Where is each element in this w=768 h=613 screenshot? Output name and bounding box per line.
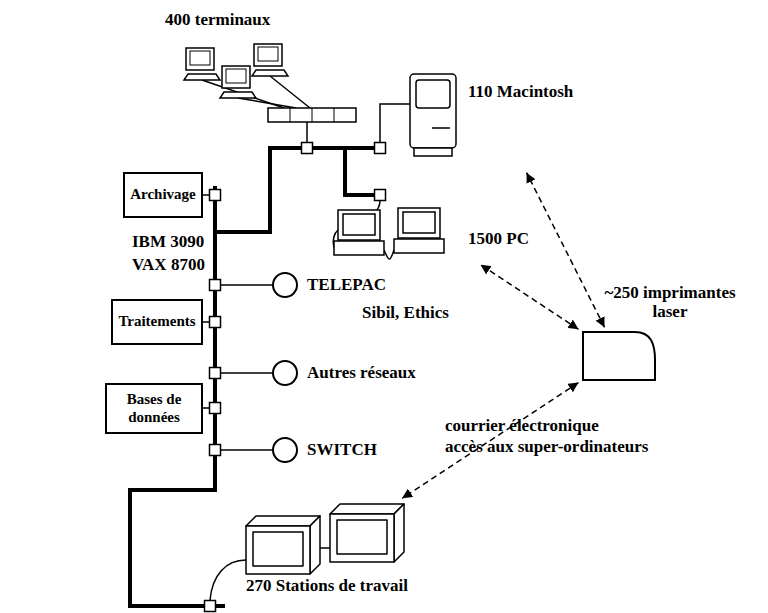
dashed-arrow <box>480 265 578 330</box>
network-circle: TELEPAC <box>271 271 299 299</box>
network-circle-outline <box>273 438 297 462</box>
cable <box>238 98 296 108</box>
connector-box <box>375 190 386 201</box>
backbone-line <box>345 148 375 195</box>
node-text: SWITCH <box>307 440 377 460</box>
pc-icons <box>334 208 444 255</box>
workstation-body <box>246 526 310 574</box>
connector-box <box>210 317 221 328</box>
terminal-hub <box>268 108 356 122</box>
pc-monitor <box>398 208 440 238</box>
node-text: ~250 imprimantes laser <box>595 283 745 322</box>
macintosh-group: 110 Macintosh <box>400 70 600 170</box>
pc-unit <box>394 239 444 253</box>
wire <box>203 194 210 196</box>
network-circle-shape <box>271 436 299 464</box>
node-text: 270 Stations de travail <box>246 576 408 596</box>
pc-group: 1500 PC <box>330 203 535 263</box>
pc-monitor <box>338 210 380 240</box>
network-circle-outline <box>273 361 297 385</box>
service-note: Sibil, Ethics <box>362 303 449 323</box>
printer-shape: ~250 imprimantes laser <box>581 330 657 382</box>
node-text: Autres réseaux <box>307 363 416 383</box>
workstation-screen <box>337 520 387 554</box>
workstation-body <box>330 514 394 562</box>
mac-slot <box>432 127 450 129</box>
terminal-cables <box>202 76 310 108</box>
pc-screen <box>403 212 435 233</box>
node-text: 110 Macintosh <box>468 82 573 102</box>
connector-box <box>205 601 216 612</box>
mac-screen <box>416 80 450 108</box>
wire <box>203 407 210 409</box>
system-box: Bases de données <box>105 383 203 434</box>
dashed-arrow <box>527 173 605 328</box>
connector-box <box>302 143 313 154</box>
wire <box>221 449 274 451</box>
wire <box>221 284 274 286</box>
terminal-icon <box>184 48 220 80</box>
workstation-group: 270 Stations de travail <box>240 500 410 598</box>
terminal-group: 400 terminaux <box>165 10 295 102</box>
connector-box <box>210 445 221 456</box>
wire <box>203 321 210 323</box>
printer-body <box>583 332 655 380</box>
wire <box>306 122 308 143</box>
service-note: accès aux super-ordinateurs <box>445 437 648 457</box>
network-circle: Autres réseaux <box>271 359 299 387</box>
network-circle-shape <box>271 271 299 299</box>
machine-name: IBM 3090 <box>132 232 204 252</box>
cable <box>270 76 310 108</box>
hub-box <box>268 108 356 122</box>
node-text: Bases de données <box>112 391 196 426</box>
network-circle-shape <box>271 359 299 387</box>
macintosh-icon <box>410 74 456 156</box>
mac-foot <box>414 148 452 156</box>
network-circle-outline <box>273 273 297 297</box>
node-text: Archivage <box>130 186 196 203</box>
node-text: TELEPAC <box>307 275 386 295</box>
node-text: Traitements <box>118 313 195 330</box>
system-box: Traitements <box>111 299 203 345</box>
workstation-top <box>330 504 404 514</box>
terminal-icon <box>220 66 256 98</box>
terminal-icon <box>252 44 288 76</box>
connector-box <box>210 368 221 379</box>
pc-screen <box>343 214 375 235</box>
system-box: Archivage <box>123 172 203 218</box>
connector-box <box>210 190 221 201</box>
workstation-side <box>394 504 404 562</box>
workstation-icons <box>246 504 404 574</box>
wire <box>384 250 394 259</box>
hub-divider <box>290 108 334 122</box>
node-text: 1500 PC <box>468 229 529 249</box>
printer-outline <box>581 330 657 382</box>
wire <box>221 372 274 374</box>
wire <box>380 104 410 143</box>
network-circle: SWITCH <box>271 436 299 464</box>
mac-body <box>410 74 456 148</box>
node-text: 400 terminaux <box>165 10 270 30</box>
wires <box>203 104 410 601</box>
machine-name: VAX 8700 <box>132 255 205 275</box>
pc-unit <box>334 241 384 255</box>
terminal-icons <box>184 44 288 98</box>
workstation-top <box>246 516 320 526</box>
connector-box <box>210 280 221 291</box>
connector-box <box>375 143 386 154</box>
connector-box <box>210 403 221 414</box>
wire <box>210 560 246 601</box>
workstation-screen <box>253 532 303 566</box>
workstation-side <box>310 516 320 574</box>
service-note: courrier électronique <box>445 416 599 436</box>
